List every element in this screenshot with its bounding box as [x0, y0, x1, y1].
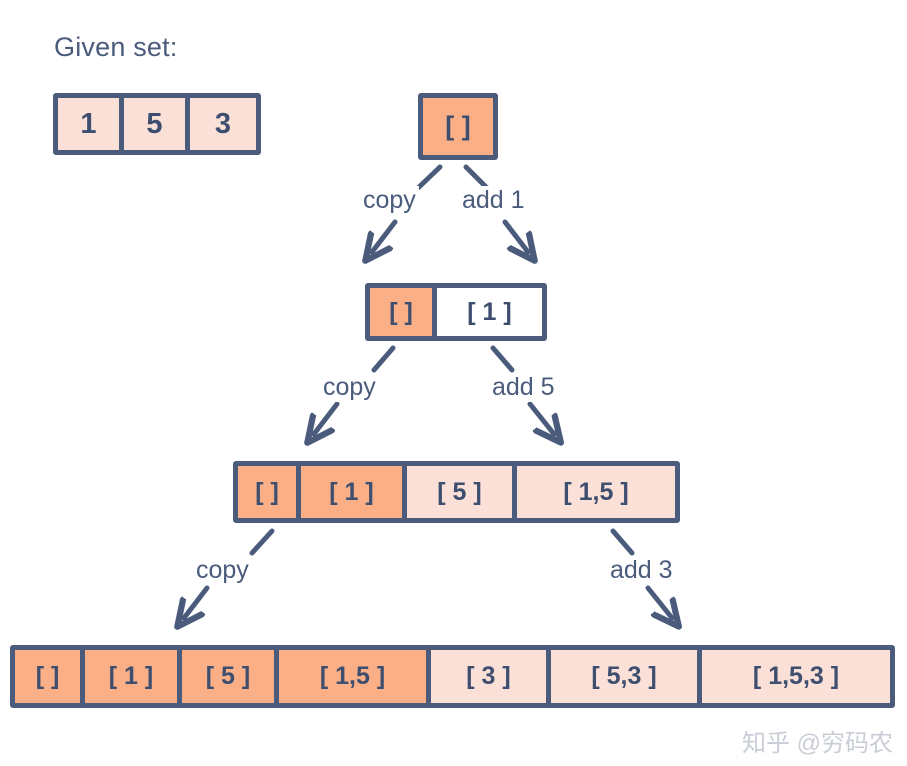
edge-label-copy-3: copy — [193, 556, 252, 585]
given-set-label: Given set: — [54, 32, 178, 62]
given-set-row: 1 5 3 — [53, 93, 261, 155]
subset-cell: [ ] — [15, 650, 85, 703]
subset-cell: [ 5 ] — [407, 466, 517, 518]
edge-label-copy-2: copy — [320, 373, 379, 402]
subset-cell: [ 3 ] — [431, 650, 551, 703]
subset-cell: [ ] — [370, 288, 437, 336]
given-cell: 1 — [58, 98, 124, 150]
subset-cell: [ 1,5,3 ] — [702, 650, 890, 703]
level3-row: [ ] [ 1 ] [ 5 ] [ 1,5 ] [ 3 ] [ 5,3 ] [ … — [10, 645, 895, 708]
subset-cell: [ 1,5 ] — [517, 466, 675, 518]
given-cell: 3 — [190, 98, 256, 150]
level0-row: [ ] — [418, 93, 498, 160]
subset-cell: [ ] — [238, 466, 301, 518]
watermark: 知乎 @穷码农 — [741, 730, 893, 757]
subset-cell: [ ] — [423, 98, 493, 155]
edge-label-copy-1: copy — [360, 186, 419, 215]
level1-row: [ ] [ 1 ] — [365, 283, 547, 341]
edge-label-add-1: add 1 — [459, 186, 528, 215]
subset-cell: [ 1 ] — [85, 650, 182, 703]
subset-cell: [ 1 ] — [301, 466, 407, 518]
subset-cell: [ 5,3 ] — [551, 650, 702, 703]
edge-label-add-5: add 5 — [489, 373, 558, 402]
level2-row: [ ] [ 1 ] [ 5 ] [ 1,5 ] — [233, 461, 680, 523]
given-cell: 5 — [124, 98, 190, 150]
subset-cell: [ 1,5 ] — [279, 650, 431, 703]
subset-cell: [ 5 ] — [182, 650, 279, 703]
subset-cell: [ 1 ] — [437, 288, 542, 336]
edge-label-add-3: add 3 — [607, 556, 676, 585]
